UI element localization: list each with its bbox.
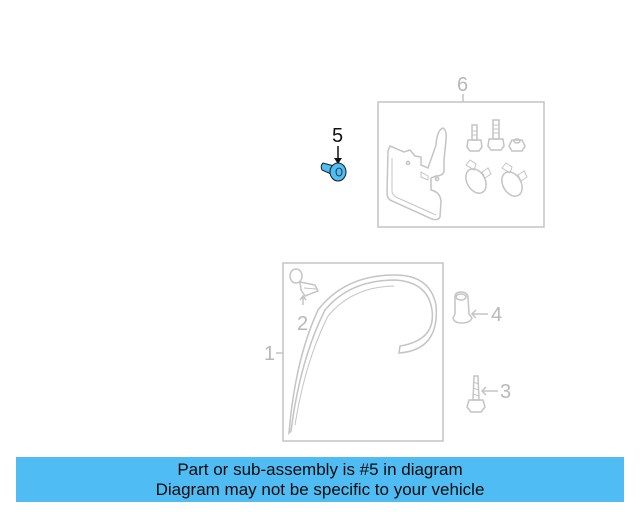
push-clip-icon: [289, 268, 320, 297]
fender-flare-icon: [288, 274, 438, 435]
clamp-icon: [501, 162, 528, 197]
mud-flap-icon: [386, 127, 447, 221]
fender-flare-group: [276, 262, 444, 442]
clamp-icon: [465, 159, 492, 194]
banner-line-part-number: Part or sub-assembly is #5 in diagram: [177, 459, 463, 479]
banner-line-disclaimer: Diagram may not be specific to your vehi…: [155, 479, 485, 499]
bolt-icon: [487, 119, 505, 151]
callout-5: 5: [332, 125, 344, 147]
bolt-icon: [466, 124, 483, 152]
mud-flap-kit-group: [377, 94, 545, 228]
callout-3: 3: [500, 381, 512, 403]
part-1-box: [282, 262, 444, 442]
kit-6-box: [377, 101, 545, 228]
screw-icon: [466, 375, 498, 413]
callout-2: 2: [297, 313, 309, 335]
diagram-info-banner: Part or sub-assembly is #5 in diagram Di…: [16, 457, 624, 502]
nut-icon: [508, 138, 526, 152]
callout-6: 6: [457, 74, 469, 96]
callout-1: 1: [264, 343, 276, 365]
callout-4: 4: [491, 304, 503, 326]
retainer-nut-icon: [452, 291, 488, 324]
highlighted-part-5-icon: [320, 146, 347, 182]
